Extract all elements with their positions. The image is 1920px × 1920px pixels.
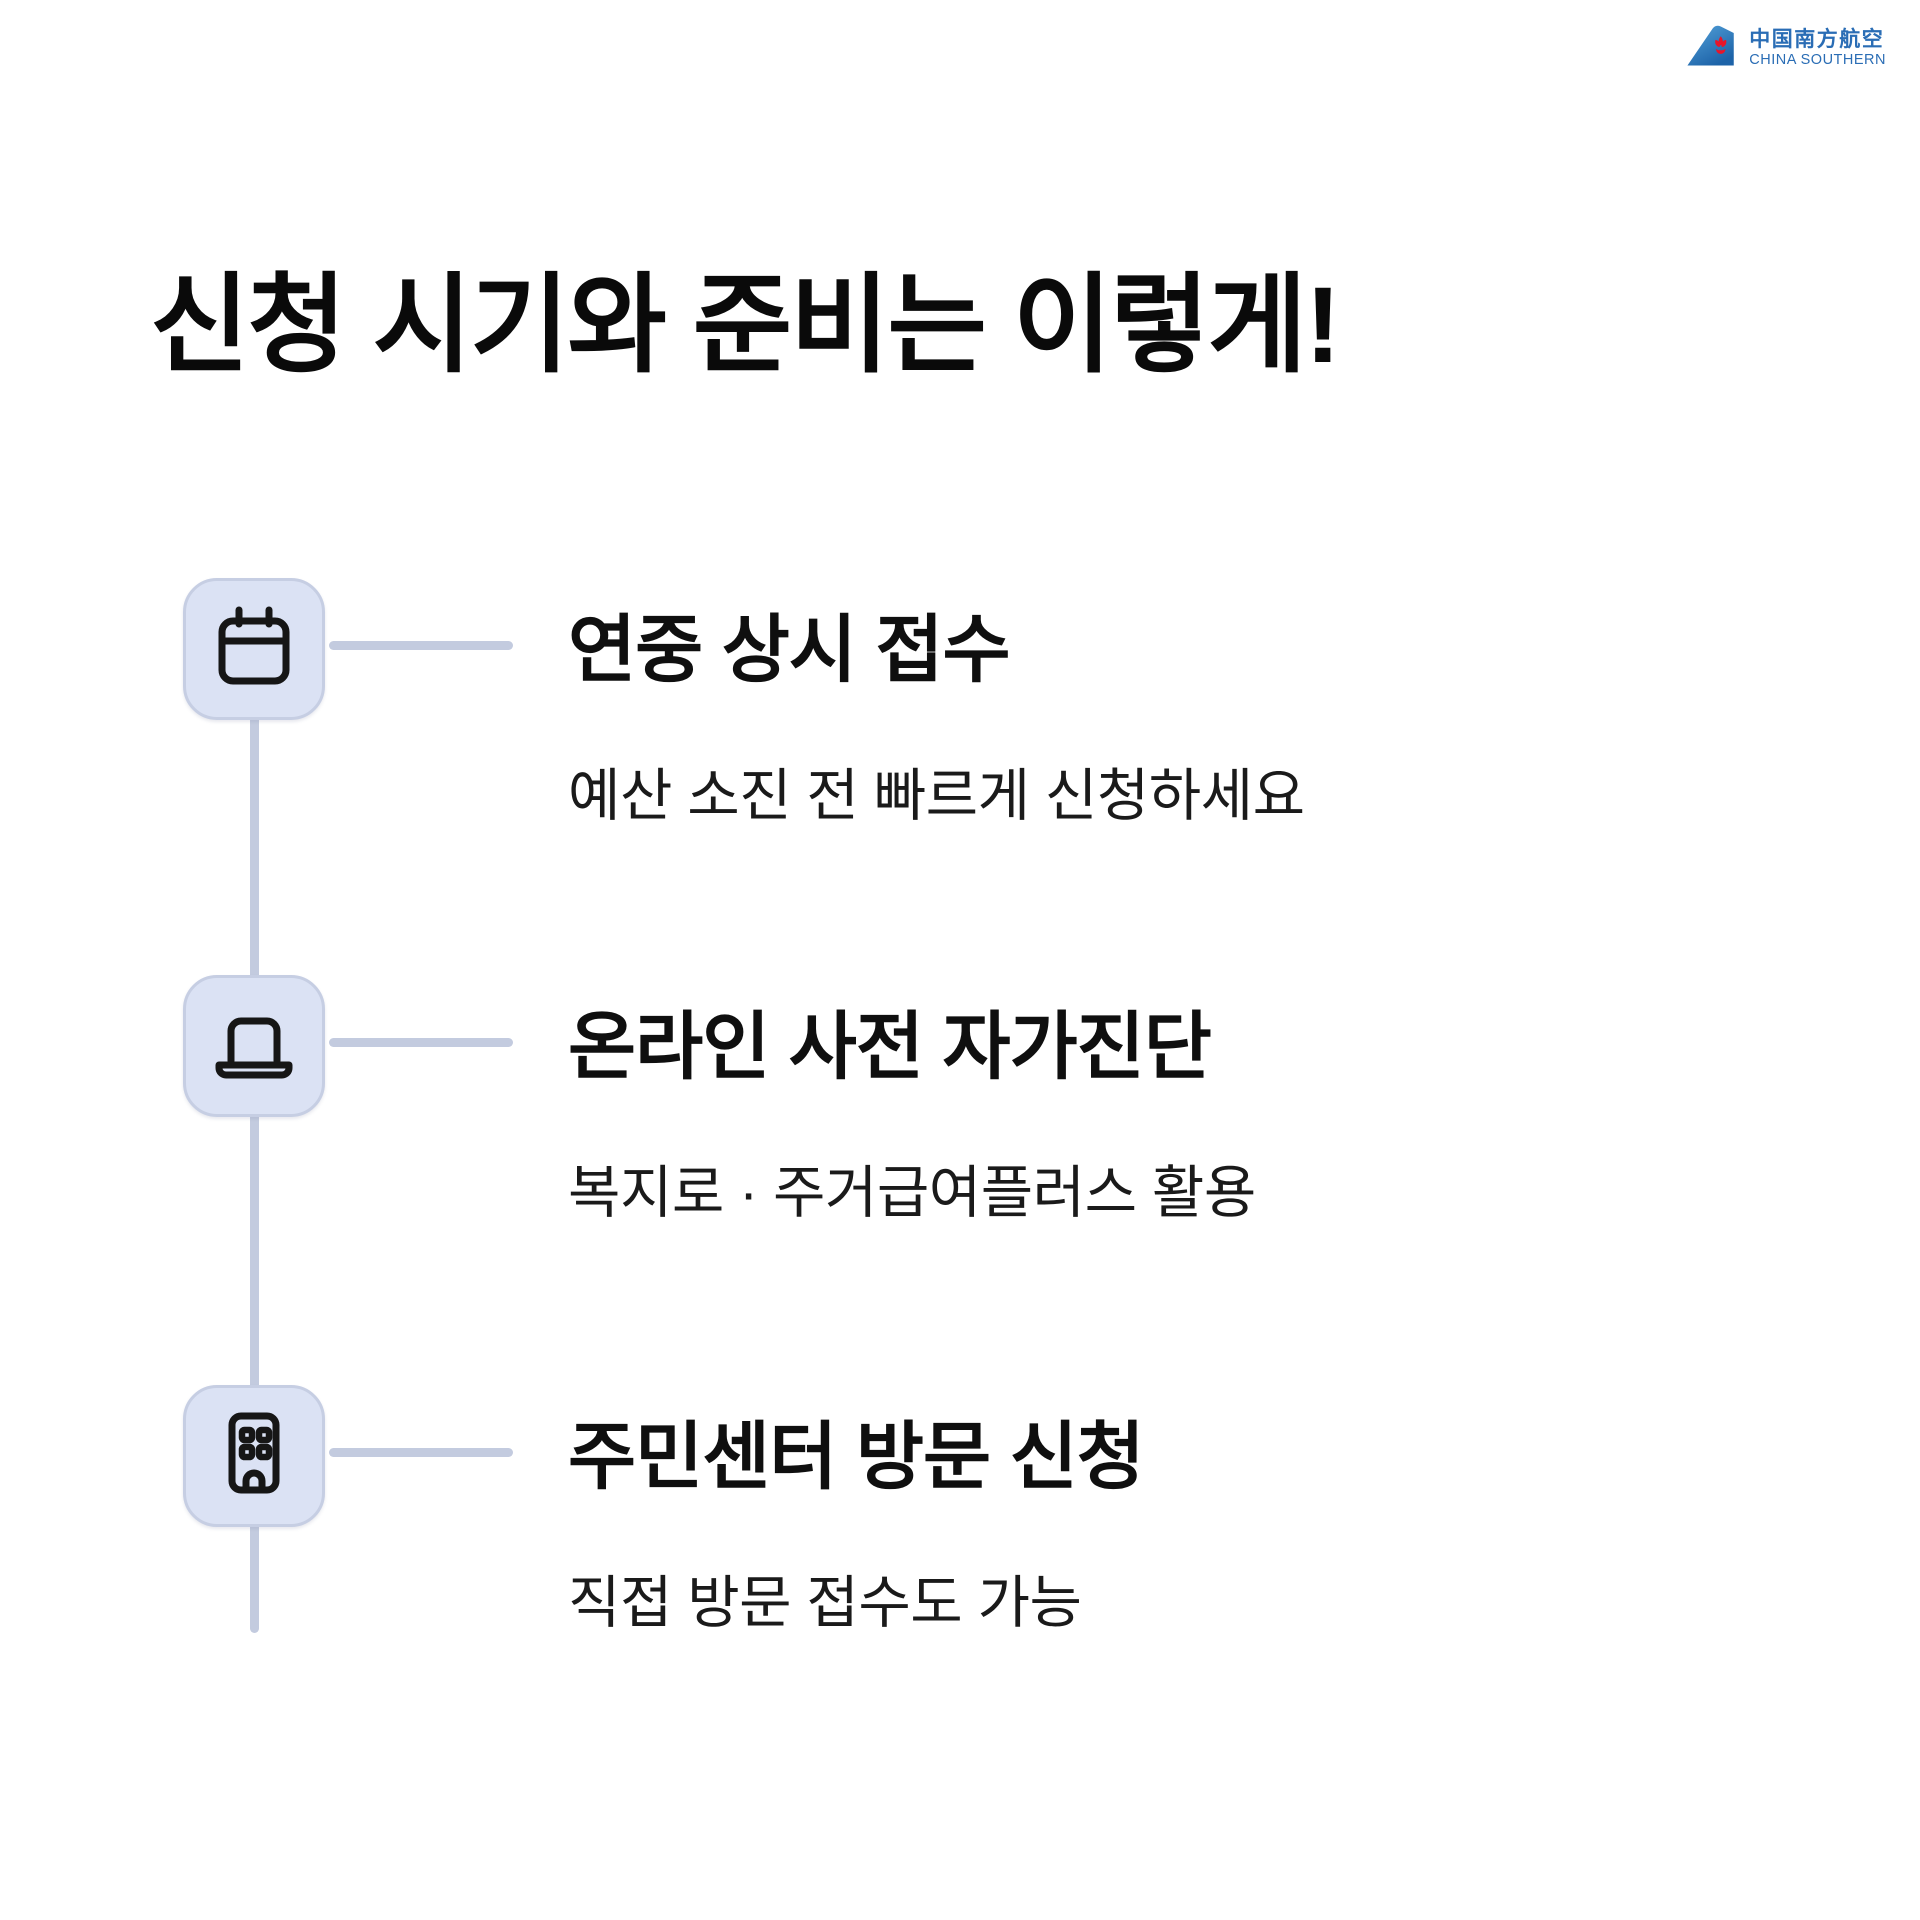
timeline-subtitle: 복지로 · 주거급여플러스 활용 [568,1161,1256,1225]
china-southern-logo: 中国南方航空 CHINA SOUTHERN [1685,20,1886,77]
airline-tailfin-icon [1685,20,1737,77]
page-title: 신청 시기와 준비는 이렇게! [150,264,1341,385]
timeline-item-visit-center: 주민센터 방문 신청 직접 방문 접수도 가능 [0,1385,1920,1705]
icon-box [183,975,325,1117]
logo-english-text: CHINA SOUTHERN [1749,52,1886,69]
timeline-item-online-check: 온라인 사전 자가진단 복지로 · 주거급여플러스 활용 [0,975,1920,1295]
timeline-horizontal-connector [329,1038,513,1047]
timeline-subtitle: 직접 방문 접수도 가능 [568,1571,1082,1635]
timeline-heading: 연중 상시 접수 [568,608,1011,691]
timeline-subtitle: 예산 소진 전 빠르게 신청하세요 [568,764,1305,828]
logo-chinese-text: 中国南方航空 [1749,28,1885,52]
calendar-icon [206,599,302,700]
timeline-horizontal-connector [329,641,513,650]
icon-box [183,578,325,720]
timeline-item-always-open: 연중 상시 접수 예산 소진 전 빠르게 신청하세요 [0,578,1920,898]
timeline-heading: 온라인 사전 자가진단 [568,1005,1212,1088]
icon-box [183,1385,325,1527]
timeline-heading: 주민센터 방문 신청 [568,1415,1145,1498]
laptop-icon [206,996,302,1097]
timeline-horizontal-connector [329,1448,513,1457]
timeline-vertical-connector [250,650,259,1633]
building-icon [206,1406,302,1507]
